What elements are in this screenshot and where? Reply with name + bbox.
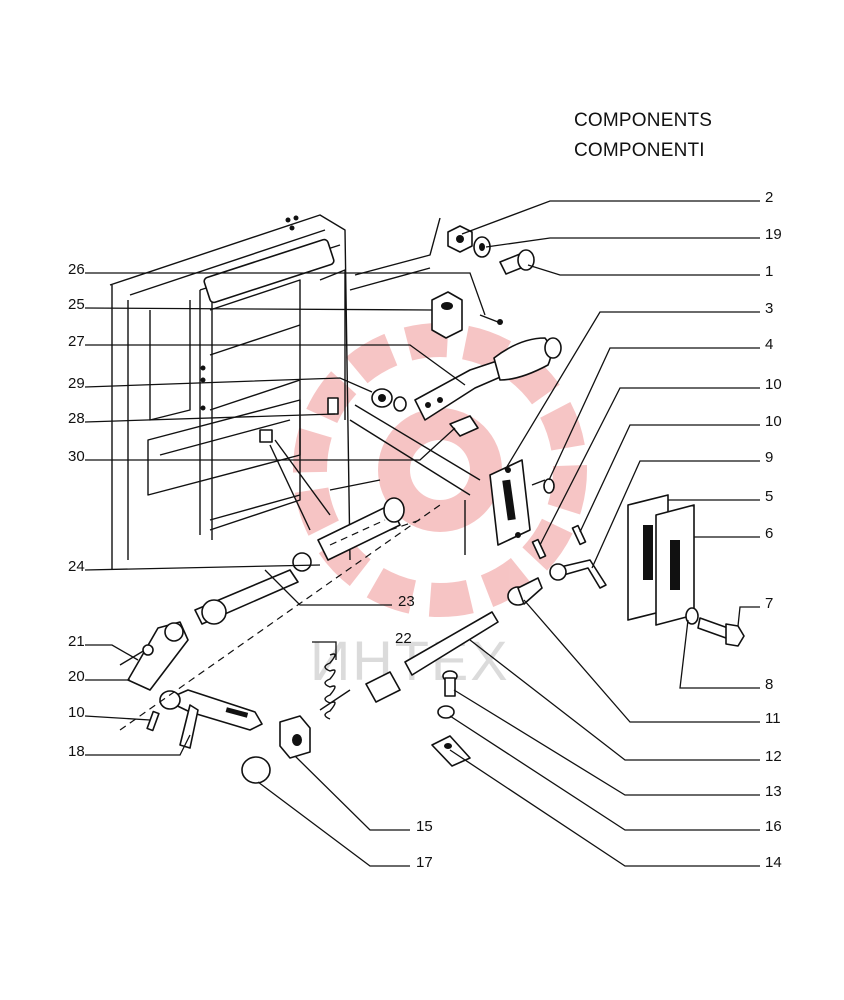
callout-17: 17 bbox=[416, 854, 433, 871]
part-bushing-17 bbox=[241, 756, 271, 784]
callout-10-b: 10 bbox=[765, 413, 782, 430]
callout-11: 11 bbox=[765, 710, 781, 727]
part-screw-13 bbox=[442, 670, 458, 697]
callout-15: 15 bbox=[416, 818, 433, 835]
callout-13: 13 bbox=[765, 783, 782, 800]
callout-26: 26 bbox=[68, 261, 85, 278]
part-sleeve-24 bbox=[317, 497, 405, 561]
part-pin-10 bbox=[531, 524, 587, 560]
part-block-15 bbox=[279, 715, 311, 759]
callout-29: 29 bbox=[68, 375, 85, 392]
part-bolt-1 bbox=[499, 249, 535, 275]
part-bracket-20 bbox=[127, 621, 189, 691]
callout-12: 12 bbox=[765, 748, 782, 765]
part-bushing-29 bbox=[371, 388, 407, 412]
part-plate-3 bbox=[489, 459, 531, 546]
title-italian: COMPONENTI bbox=[574, 140, 705, 161]
part-screw-21 bbox=[119, 644, 154, 666]
part-bolt-30 bbox=[449, 415, 479, 437]
part-pin-26 bbox=[479, 314, 503, 325]
callout-30: 30 bbox=[68, 448, 85, 465]
part-lever-18 bbox=[159, 689, 263, 749]
callout-10-c: 10 bbox=[68, 704, 85, 721]
callout-6: 6 bbox=[765, 525, 773, 542]
callout-9: 9 bbox=[765, 449, 773, 466]
callout-5: 5 bbox=[765, 488, 773, 505]
part-nut-2 bbox=[447, 225, 473, 253]
callout-23: 23 bbox=[398, 593, 415, 610]
callout-28: 28 bbox=[68, 410, 85, 427]
assembly-axis-line bbox=[119, 504, 441, 731]
watermark-logo bbox=[293, 323, 587, 617]
part-connector-11 bbox=[507, 577, 543, 606]
part-pin-10-lower bbox=[146, 710, 160, 732]
title-english: COMPONENTS bbox=[574, 110, 713, 131]
part-screw-4 bbox=[531, 478, 555, 494]
part-spring-22 bbox=[319, 653, 401, 720]
part-bracket-25 bbox=[431, 291, 463, 339]
callout-2: 2 bbox=[765, 189, 773, 206]
part-bolt-7 bbox=[697, 617, 745, 647]
callout-27: 27 bbox=[68, 333, 85, 350]
callout-20: 20 bbox=[68, 668, 85, 685]
callout-25: 25 bbox=[68, 296, 85, 313]
part-rod-12 bbox=[404, 611, 499, 676]
callout-numbers: 2 19 1 3 4 10 10 9 5 6 7 8 11 12 13 16 1… bbox=[68, 189, 782, 871]
part-washer-8 bbox=[685, 607, 699, 625]
callout-22: 22 bbox=[395, 630, 412, 647]
callout-8: 8 bbox=[765, 676, 773, 693]
part-lever-27 bbox=[414, 337, 562, 421]
callout-19: 19 bbox=[765, 226, 782, 243]
callout-4: 4 bbox=[765, 336, 773, 353]
leader-lines bbox=[84, 200, 760, 867]
callout-16: 16 bbox=[765, 818, 782, 835]
callout-3: 3 bbox=[765, 300, 773, 317]
callout-7: 7 bbox=[765, 595, 773, 612]
cab-frame bbox=[109, 214, 481, 570]
part-plate-6 bbox=[655, 504, 695, 626]
callout-14: 14 bbox=[765, 854, 782, 871]
part-washer-16 bbox=[437, 705, 455, 719]
part-hook-9 bbox=[549, 559, 607, 589]
callout-21: 21 bbox=[68, 633, 85, 650]
callout-1: 1 bbox=[765, 263, 773, 280]
callout-24: 24 bbox=[68, 558, 85, 575]
callout-18: 18 bbox=[68, 743, 85, 760]
part-shaft-23 bbox=[194, 552, 312, 625]
part-bolt-28 bbox=[327, 397, 339, 415]
callout-10-a: 10 bbox=[765, 376, 782, 393]
assembly-axis-line-short bbox=[389, 519, 421, 531]
